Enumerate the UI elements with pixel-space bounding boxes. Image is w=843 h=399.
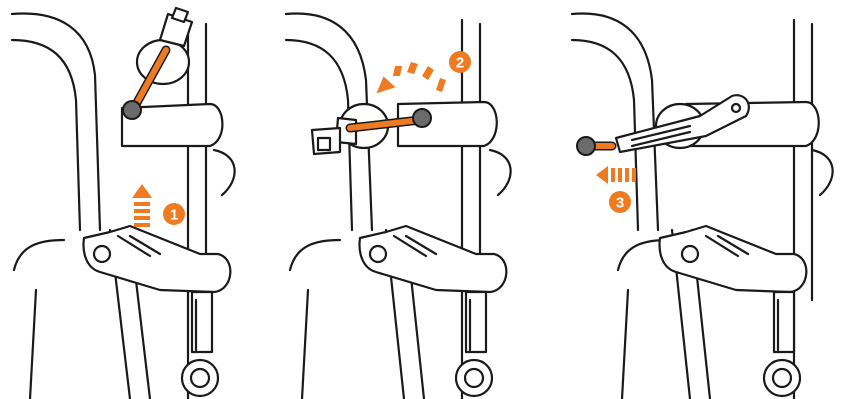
curved-arrow-icon (376, 62, 446, 94)
up-arrow-icon (132, 184, 152, 227)
lever-arm (310, 102, 432, 156)
panel-step-3: 3 (570, 12, 834, 399)
step-badge-3: 3 (609, 191, 631, 213)
panel-step-2: 2 (284, 12, 512, 399)
step-number-2: 2 (456, 55, 464, 72)
step-number-3: 3 (616, 195, 624, 212)
lever-arm (576, 94, 750, 156)
lever-arm (122, 6, 194, 120)
panel-step-1: 1 (10, 6, 236, 399)
step-badge-1: 1 (163, 203, 185, 225)
step-number-1: 1 (170, 207, 178, 224)
step-badge-2: 2 (449, 51, 471, 73)
left-arrow-icon (596, 166, 636, 184)
